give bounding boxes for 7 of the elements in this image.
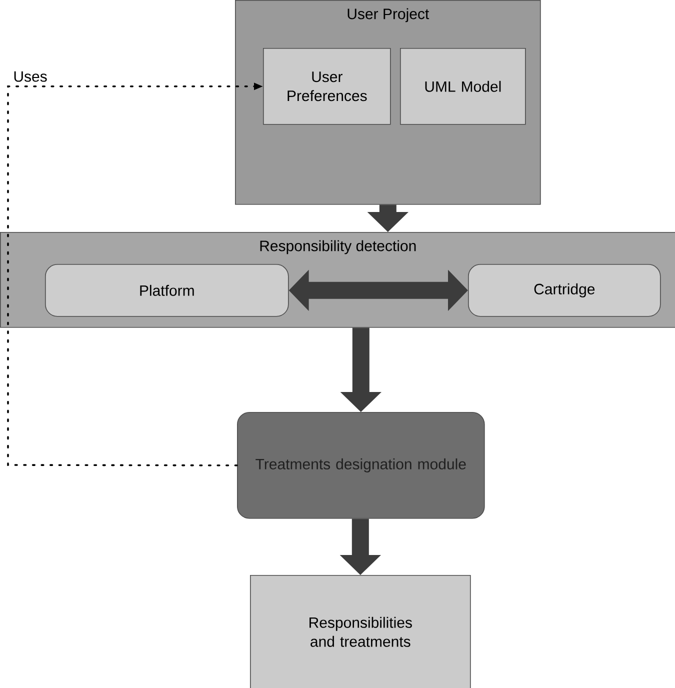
- component-box: Cartridge: [468, 264, 661, 317]
- edge-label: Uses: [12, 70, 48, 83]
- output-box: Responsibilities and treatments: [250, 575, 471, 688]
- component-box: Platform: [45, 264, 289, 317]
- module-box: Treatments designation module: [237, 412, 485, 519]
- module-box: UML Model: [400, 48, 526, 125]
- module-box: User Preferences: [263, 48, 391, 125]
